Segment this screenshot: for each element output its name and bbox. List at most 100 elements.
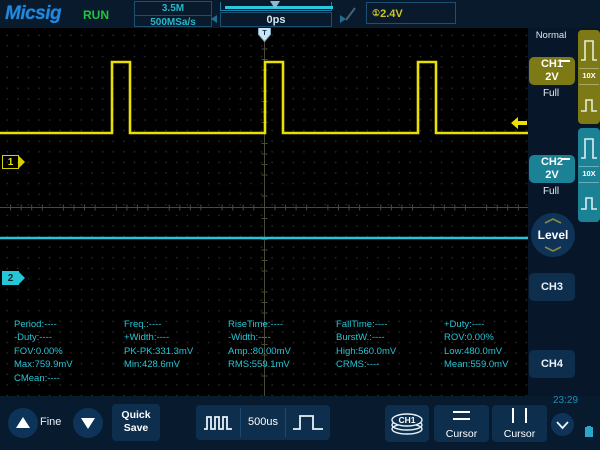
ch1-marker-nose-icon [18, 155, 25, 169]
trigger-position-marker-icon[interactable]: T [258, 28, 271, 42]
ch1-probe-ratio-group[interactable]: 10X [578, 30, 600, 124]
table-row: Max:759.9mV Min:428.6mV RMS:559.1mV CRMS… [14, 358, 519, 371]
rising-edge-icon[interactable] [344, 6, 358, 22]
svg-text:T: T [262, 30, 267, 37]
ch2-ground-marker[interactable]: 2 [2, 271, 25, 285]
waveform-display-area[interactable]: T 1 2 [0, 28, 528, 396]
ch1-ground-marker[interactable]: 1 [2, 155, 25, 169]
table-row: FOV:0.00% PK-PK:331.3mV Amp.:80.00mV Hig… [14, 345, 519, 358]
meas-cell: Period:---- [14, 319, 57, 330]
ch1-button-name: CH1 [540, 58, 563, 70]
table-row: Period:---- Freq.:---- RiseTime:---- Fal… [14, 318, 519, 331]
brand-logo: Micsig [5, 3, 62, 24]
meas-cell: FallTime:---- [336, 319, 388, 330]
ch1-waveform-trace [0, 28, 528, 396]
horizontal-center-axis [0, 207, 528, 208]
ch2-coupling-label[interactable]: Full [542, 186, 560, 197]
waveform-expanded-icon[interactable] [580, 131, 598, 165]
table-row: CMean:---- [14, 372, 519, 385]
ch2-probe-ratio-group[interactable]: 10X [578, 128, 600, 222]
meas-cell: -Duty:---- [14, 332, 52, 344]
ch2-marker-nose-icon [18, 271, 25, 285]
meas-cell: High:560.0mV [336, 345, 397, 357]
ch1-probe-ratio-label: 10X [582, 71, 596, 80]
ch2-button-name: CH2 [540, 156, 563, 168]
meas-cell: Min:428.6mV [124, 359, 180, 371]
meas-cell: BurstW.:---- [336, 332, 385, 344]
bottom-toolbar: Fine Quick Save 500us [0, 395, 600, 450]
battery-icon [585, 426, 593, 437]
meas-cell: Max:759.9mV [14, 359, 73, 371]
ch2-minus-icon [561, 158, 570, 160]
meas-cell: Mean:559.0mV [444, 359, 509, 371]
meas-cell: +Duty:---- [444, 319, 485, 330]
ch1-marker-label: 1 [7, 157, 14, 168]
divider [285, 408, 286, 437]
ch3-button[interactable]: CH3 [529, 273, 575, 301]
waveform-compressed-icon[interactable] [196, 405, 240, 440]
quick-save-line1: Quick [121, 409, 151, 421]
quick-save-line2: Save [123, 421, 149, 434]
horizontal-cursor-button[interactable]: Cursor [434, 405, 489, 442]
measurement-readout-panel[interactable]: Period:---- Freq.:---- RiseTime:---- Fal… [14, 318, 519, 390]
horizontal-position-value: 0ps [220, 12, 332, 27]
arrow-down-icon[interactable] [73, 408, 103, 438]
divider [579, 68, 599, 69]
ch1-minus-icon [561, 60, 570, 62]
arrow-up-icon[interactable] [8, 408, 38, 438]
ch1-button[interactable]: CH1 2V [529, 57, 575, 85]
waveform-expanded-icon[interactable] [286, 405, 330, 440]
top-status-bar: Micsig RUN 3.5M 500MSa/s 0ps ①2.4V [0, 0, 600, 28]
memory-position-marker-icon [270, 1, 280, 9]
vertical-cursor-label: Cursor [503, 428, 536, 440]
ch4-button[interactable]: CH4 [529, 350, 575, 378]
trigger-level-knob[interactable]: Level [531, 213, 575, 257]
meas-cell: CMean:---- [14, 372, 60, 384]
trigger-level-box[interactable]: ①2.4V [366, 2, 456, 24]
meas-cell: RMS:559.1mV [228, 359, 290, 371]
meas-cell: -Width:---- [228, 332, 271, 344]
acquire-mode-label[interactable]: Normal [535, 30, 567, 41]
divider [579, 166, 599, 167]
trigger-source-channel: ① [372, 8, 381, 18]
horizontal-axis-ticks [0, 204, 528, 211]
ch2-button-scale: 2V [545, 168, 559, 181]
horizontal-position-control[interactable]: 0ps [211, 1, 346, 27]
waveform-expanded-icon[interactable] [580, 33, 598, 67]
ch2-button[interactable]: CH2 2V [529, 155, 575, 183]
fine-adjust-label[interactable]: Fine [40, 416, 62, 428]
vertical-center-axis [264, 28, 265, 396]
position-right-arrow-icon[interactable] [340, 15, 346, 23]
chevron-down-icon[interactable] [542, 245, 564, 253]
ch1-stack-icon[interactable]: CH1 [385, 405, 429, 442]
waveform-compressed-icon[interactable] [580, 185, 598, 219]
position-left-arrow-icon[interactable] [211, 15, 217, 23]
meas-cell: Amp.:80.00mV [228, 345, 291, 357]
ch1-coupling-label[interactable]: Full [542, 88, 560, 99]
ch2-waveform-trace [0, 28, 528, 396]
chevron-up-icon[interactable] [542, 217, 564, 225]
trigger-level-knob-label: Level [537, 228, 569, 242]
vertical-cursor-button[interactable]: Cursor [492, 405, 547, 442]
waveform-compressed-icon[interactable] [580, 87, 598, 121]
timebase-control-group[interactable]: 500us [196, 405, 330, 440]
divider [579, 84, 599, 85]
trigger-level-arrow-icon[interactable] [510, 116, 528, 130]
ch2-probe-ratio-label: 10X [582, 169, 596, 178]
run-status-indicator[interactable]: RUN [83, 8, 109, 22]
acquisition-info-box[interactable]: 3.5M 500MSa/s [134, 1, 212, 28]
divider [240, 408, 241, 437]
horizontal-cursor-label: Cursor [445, 428, 478, 440]
sample-rate-value: 500MSa/s [135, 15, 211, 28]
graticule-axes [0, 28, 528, 396]
meas-cell: Low:480.0mV [444, 345, 503, 357]
meas-cell: CRMS:---- [336, 359, 380, 371]
meas-cell: Freq.:---- [124, 319, 162, 330]
clock-label: 23:29 [553, 395, 579, 406]
ch2-marker-label: 2 [7, 273, 14, 284]
chevron-down-icon[interactable] [551, 413, 574, 436]
vertical-axis-ticks [261, 28, 268, 396]
quick-save-button[interactable]: Quick Save [112, 404, 160, 441]
meas-cell: PK-PK:331.3mV [124, 345, 194, 357]
timebase-value[interactable]: 500us [248, 416, 278, 428]
